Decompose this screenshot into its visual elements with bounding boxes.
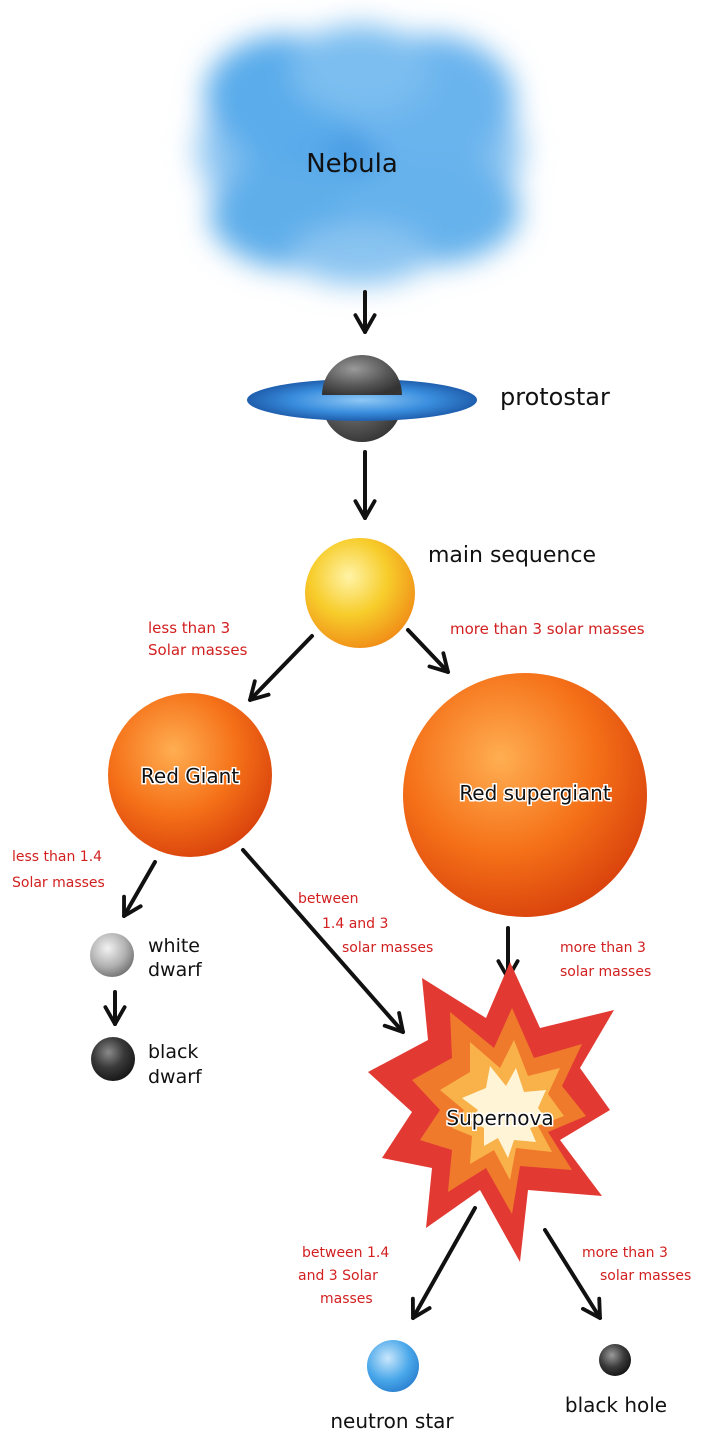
condition-ms-high: more than 3 solar masses xyxy=(450,620,645,638)
arrow-main-to-red-giant xyxy=(248,634,314,702)
neutron-star xyxy=(367,1340,419,1392)
supernova-label: Supernova xyxy=(446,1106,553,1130)
white-dwarf-star xyxy=(90,933,134,977)
nebula-cloud: Nebula xyxy=(195,25,525,285)
red-supergiant-label: Red supergiant xyxy=(459,781,611,805)
condition-rsg-high-line2: solar masses xyxy=(560,964,651,980)
nebula-label: Nebula xyxy=(306,149,398,179)
condition-rg-mid-line2: 1.4 and 3 xyxy=(322,916,388,932)
protostar-object xyxy=(247,355,477,442)
condition-rsg-high-line1: more than 3 xyxy=(560,940,646,956)
red-giant-star xyxy=(108,693,272,857)
red-giant-label: Red Giant xyxy=(141,764,239,788)
white-dwarf-label-line2: dwarf xyxy=(148,959,203,981)
arrow-main-to-red-supergiant xyxy=(406,628,450,674)
condition-sn-mid-line3: masses xyxy=(320,1291,373,1307)
arrow-supernova-to-black-hole xyxy=(543,1228,602,1320)
condition-rg-low-line2: Solar masses xyxy=(12,875,105,891)
condition-sn-mid-line2: and 3 Solar xyxy=(298,1268,378,1284)
condition-sn-mid-line1: between 1.4 xyxy=(302,1245,389,1261)
condition-rg-mid-line3: solar masses xyxy=(342,940,433,956)
condition-rg-low-line1: less than 1.4 xyxy=(12,849,102,865)
arrow-red-giant-to-white-dwarf xyxy=(122,860,157,918)
supernova-burst xyxy=(368,962,614,1262)
condition-sn-high-line1: more than 3 xyxy=(582,1245,668,1261)
condition-ms-low-line1: less than 3 xyxy=(148,619,230,637)
arrow-red-giant-to-supernova xyxy=(241,848,405,1034)
arrow-supernova-to-neutron-star xyxy=(410,1206,477,1320)
condition-ms-low-line2: Solar masses xyxy=(148,641,248,659)
black-dwarf-star xyxy=(91,1037,135,1081)
main-sequence-star xyxy=(305,538,415,648)
black-dwarf-label-line2: dwarf xyxy=(148,1066,203,1088)
black-hole xyxy=(599,1344,631,1376)
white-dwarf-label-line1: white xyxy=(148,935,200,957)
neutron-star-label: neutron star xyxy=(330,1409,454,1433)
main-sequence-label: main sequence xyxy=(428,543,596,568)
red-supergiant-star xyxy=(403,673,647,917)
protostar-label: protostar xyxy=(500,383,610,411)
black-hole-label: black hole xyxy=(565,1393,667,1417)
condition-sn-high-line2: solar masses xyxy=(600,1268,691,1284)
black-dwarf-label-line1: black xyxy=(148,1041,198,1063)
condition-rg-mid-line1: between xyxy=(298,891,359,907)
